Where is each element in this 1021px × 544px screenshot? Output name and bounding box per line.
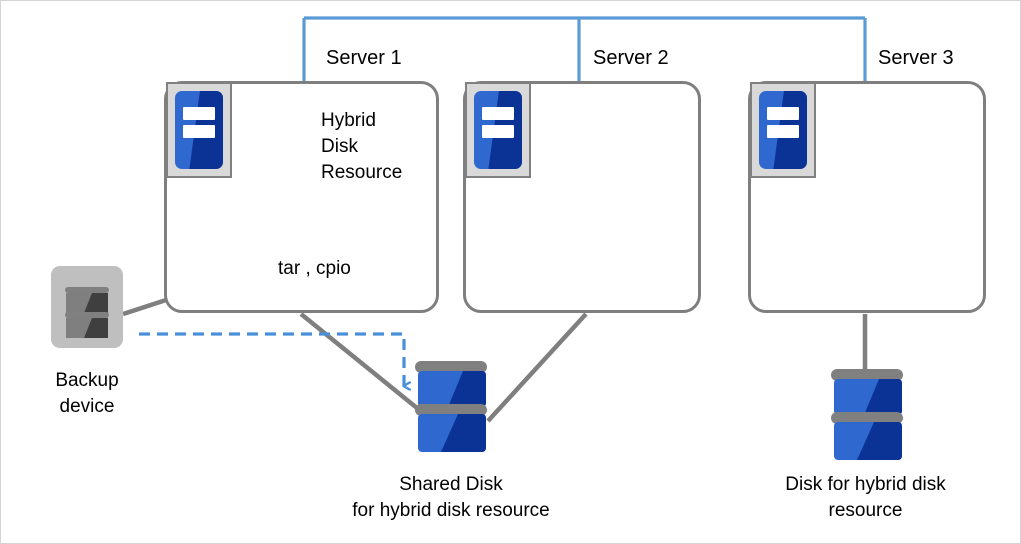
backup-device-icon: [51, 266, 123, 348]
backup-command-label: tar , cpio: [278, 258, 351, 279]
server-label-1: Server 1: [326, 47, 402, 69]
server-icon-bar-top: [482, 107, 514, 121]
server-icon-3: [750, 82, 816, 178]
connector-server2-shareddisk: [486, 312, 588, 423]
server-icon-bar-top: [183, 107, 215, 121]
server-icon-bar-top: [767, 107, 799, 121]
server-label-2: Server 2: [593, 47, 669, 69]
disk-stack-icon-shared: [415, 361, 487, 452]
hybrid-disk-resource-label: Hybrid Disk Resource: [321, 110, 403, 183]
disk-stack-icon-hybrid: [831, 369, 903, 460]
server-icon-body: [474, 91, 522, 169]
dashed-backup-arrow: [139, 332, 404, 386]
server-icon-bar-bottom: [183, 124, 215, 138]
network-bus: [302, 16, 867, 81]
server-icon-body: [175, 91, 223, 169]
server-icon-2: [465, 82, 531, 178]
server-icon-bar-bottom: [482, 124, 514, 138]
server-label-3: Server 3: [878, 47, 954, 69]
backup-device-label: Backup device: [55, 370, 119, 417]
hybrid-disk-label: Disk for hybrid disk resource: [785, 474, 946, 521]
server-icon-1: [166, 82, 232, 178]
server-icon-body: [759, 91, 807, 169]
server-icon-bar-bottom: [767, 124, 799, 138]
server-box-3[interactable]: [748, 81, 986, 313]
connector-server1-shareddisk: [299, 312, 435, 423]
shared-disk-label: Shared Disk for hybrid disk resource: [352, 474, 550, 521]
